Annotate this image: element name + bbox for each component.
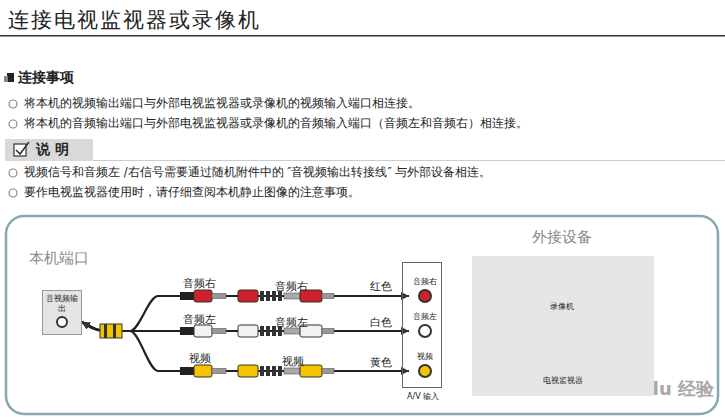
cable-plugs [180,292,194,300]
cable-plugs [266,366,270,376]
external-device-panel: 外接设备录像机电视监视器 [472,256,654,396]
port-label: 音视频输出 [43,291,81,314]
plug-label: 视频 [282,355,304,368]
plug-label: 音频左 [183,313,216,326]
cable-plugs [113,324,116,338]
bullet-text: 将本机的视频输出端口与外部电视监视器或录像机的视频输入端口相连接。 [24,97,420,111]
cable-plugs [194,290,212,302]
cable-plugs [212,369,226,374]
cable-plugs [180,327,194,335]
plug-label: 音频右 [183,277,216,290]
video-recorder: 录像机 [507,267,617,313]
title-rule [0,35,725,37]
note-text: 视频信号和音频左 /右信号需要通过随机附件中的 ″音视频输出转接线″ 与外部设备… [24,166,491,180]
device-label: 电视监视器 [515,376,611,386]
cable-plugs [100,324,122,338]
bullet [9,169,17,177]
cable-plugs [266,326,270,336]
cable-plugs [238,325,258,337]
output-port: 本机端口音视频输出 [42,290,82,335]
cable-plugs [104,324,107,338]
cable-plugs [266,291,270,301]
input-jack: 音频右 [409,277,441,305]
section-heading: 连接事项 [18,69,74,86]
cable-plugs [238,365,258,377]
color-label: 黄色 [368,356,394,369]
note-rule [93,160,725,161]
cable-plugs [322,294,334,299]
diagram-frame [6,216,718,414]
cable-plugs [212,329,226,334]
input-jack: 视频 [409,352,441,380]
device-label: 录像机 [507,302,617,312]
section-icon [7,73,14,82]
port-heading: 本机端口 [29,249,89,268]
cable-plugs [278,366,282,376]
cable-plugs [100,290,334,377]
cable-plugs [284,293,300,299]
cable-plugs [284,368,300,374]
cable-plugs [238,290,258,302]
cable-plugs [180,367,194,375]
cable-plugs [322,369,334,374]
av-input-panel: A/V 输入音频右音频左视频 [402,262,442,388]
page-title: 连接电视监视器或录像机 [8,6,261,34]
input-jack: 音频左 [409,312,441,340]
tv-monitor: 电视监视器 [515,315,611,387]
jack-label: 音频右 [409,277,441,287]
bullet-text: 将本机的音频输出端口与外部电视监视器或录像机的音频输入端口（音频左和音频右）相连… [24,117,528,131]
cable-plugs [194,365,212,377]
plug-label: 音频左 [275,316,308,329]
bullet [9,189,17,197]
color-label: 红色 [368,280,394,293]
jack-socket [56,316,68,328]
cable-plugs [180,365,334,377]
jack-socket [418,324,432,338]
cable-plugs [322,329,334,334]
cable-plugs [212,294,226,299]
cable-connector [82,322,409,371]
check-icon [16,142,29,154]
cable-plugs [180,325,334,337]
cable-plugs [180,290,334,302]
cable-plugs [194,325,212,337]
jack-label: 音频左 [409,312,441,322]
panel-heading: 外接设备 [532,228,592,247]
section-icon [4,76,8,82]
bullet [9,100,17,108]
cable-plugs [272,366,276,376]
bullet [9,120,17,128]
cable-plugs [260,326,264,336]
cable-plugs [260,366,264,376]
note-heading: 说 明 [36,141,69,158]
panel-label: A/V 输入 [407,391,439,402]
note-text: 要作电视监视器使用时，请仔细查阅本机静止图像的注意事项。 [24,186,360,200]
color-label: 白色 [368,316,394,329]
jack-socket [418,364,432,378]
plug-label: 音频右 [275,280,308,293]
jack-socket [418,289,432,303]
plug-label: 视频 [189,352,211,365]
jack-label: 视频 [409,352,441,362]
note-box [5,139,93,161]
cable-plugs [260,291,264,301]
